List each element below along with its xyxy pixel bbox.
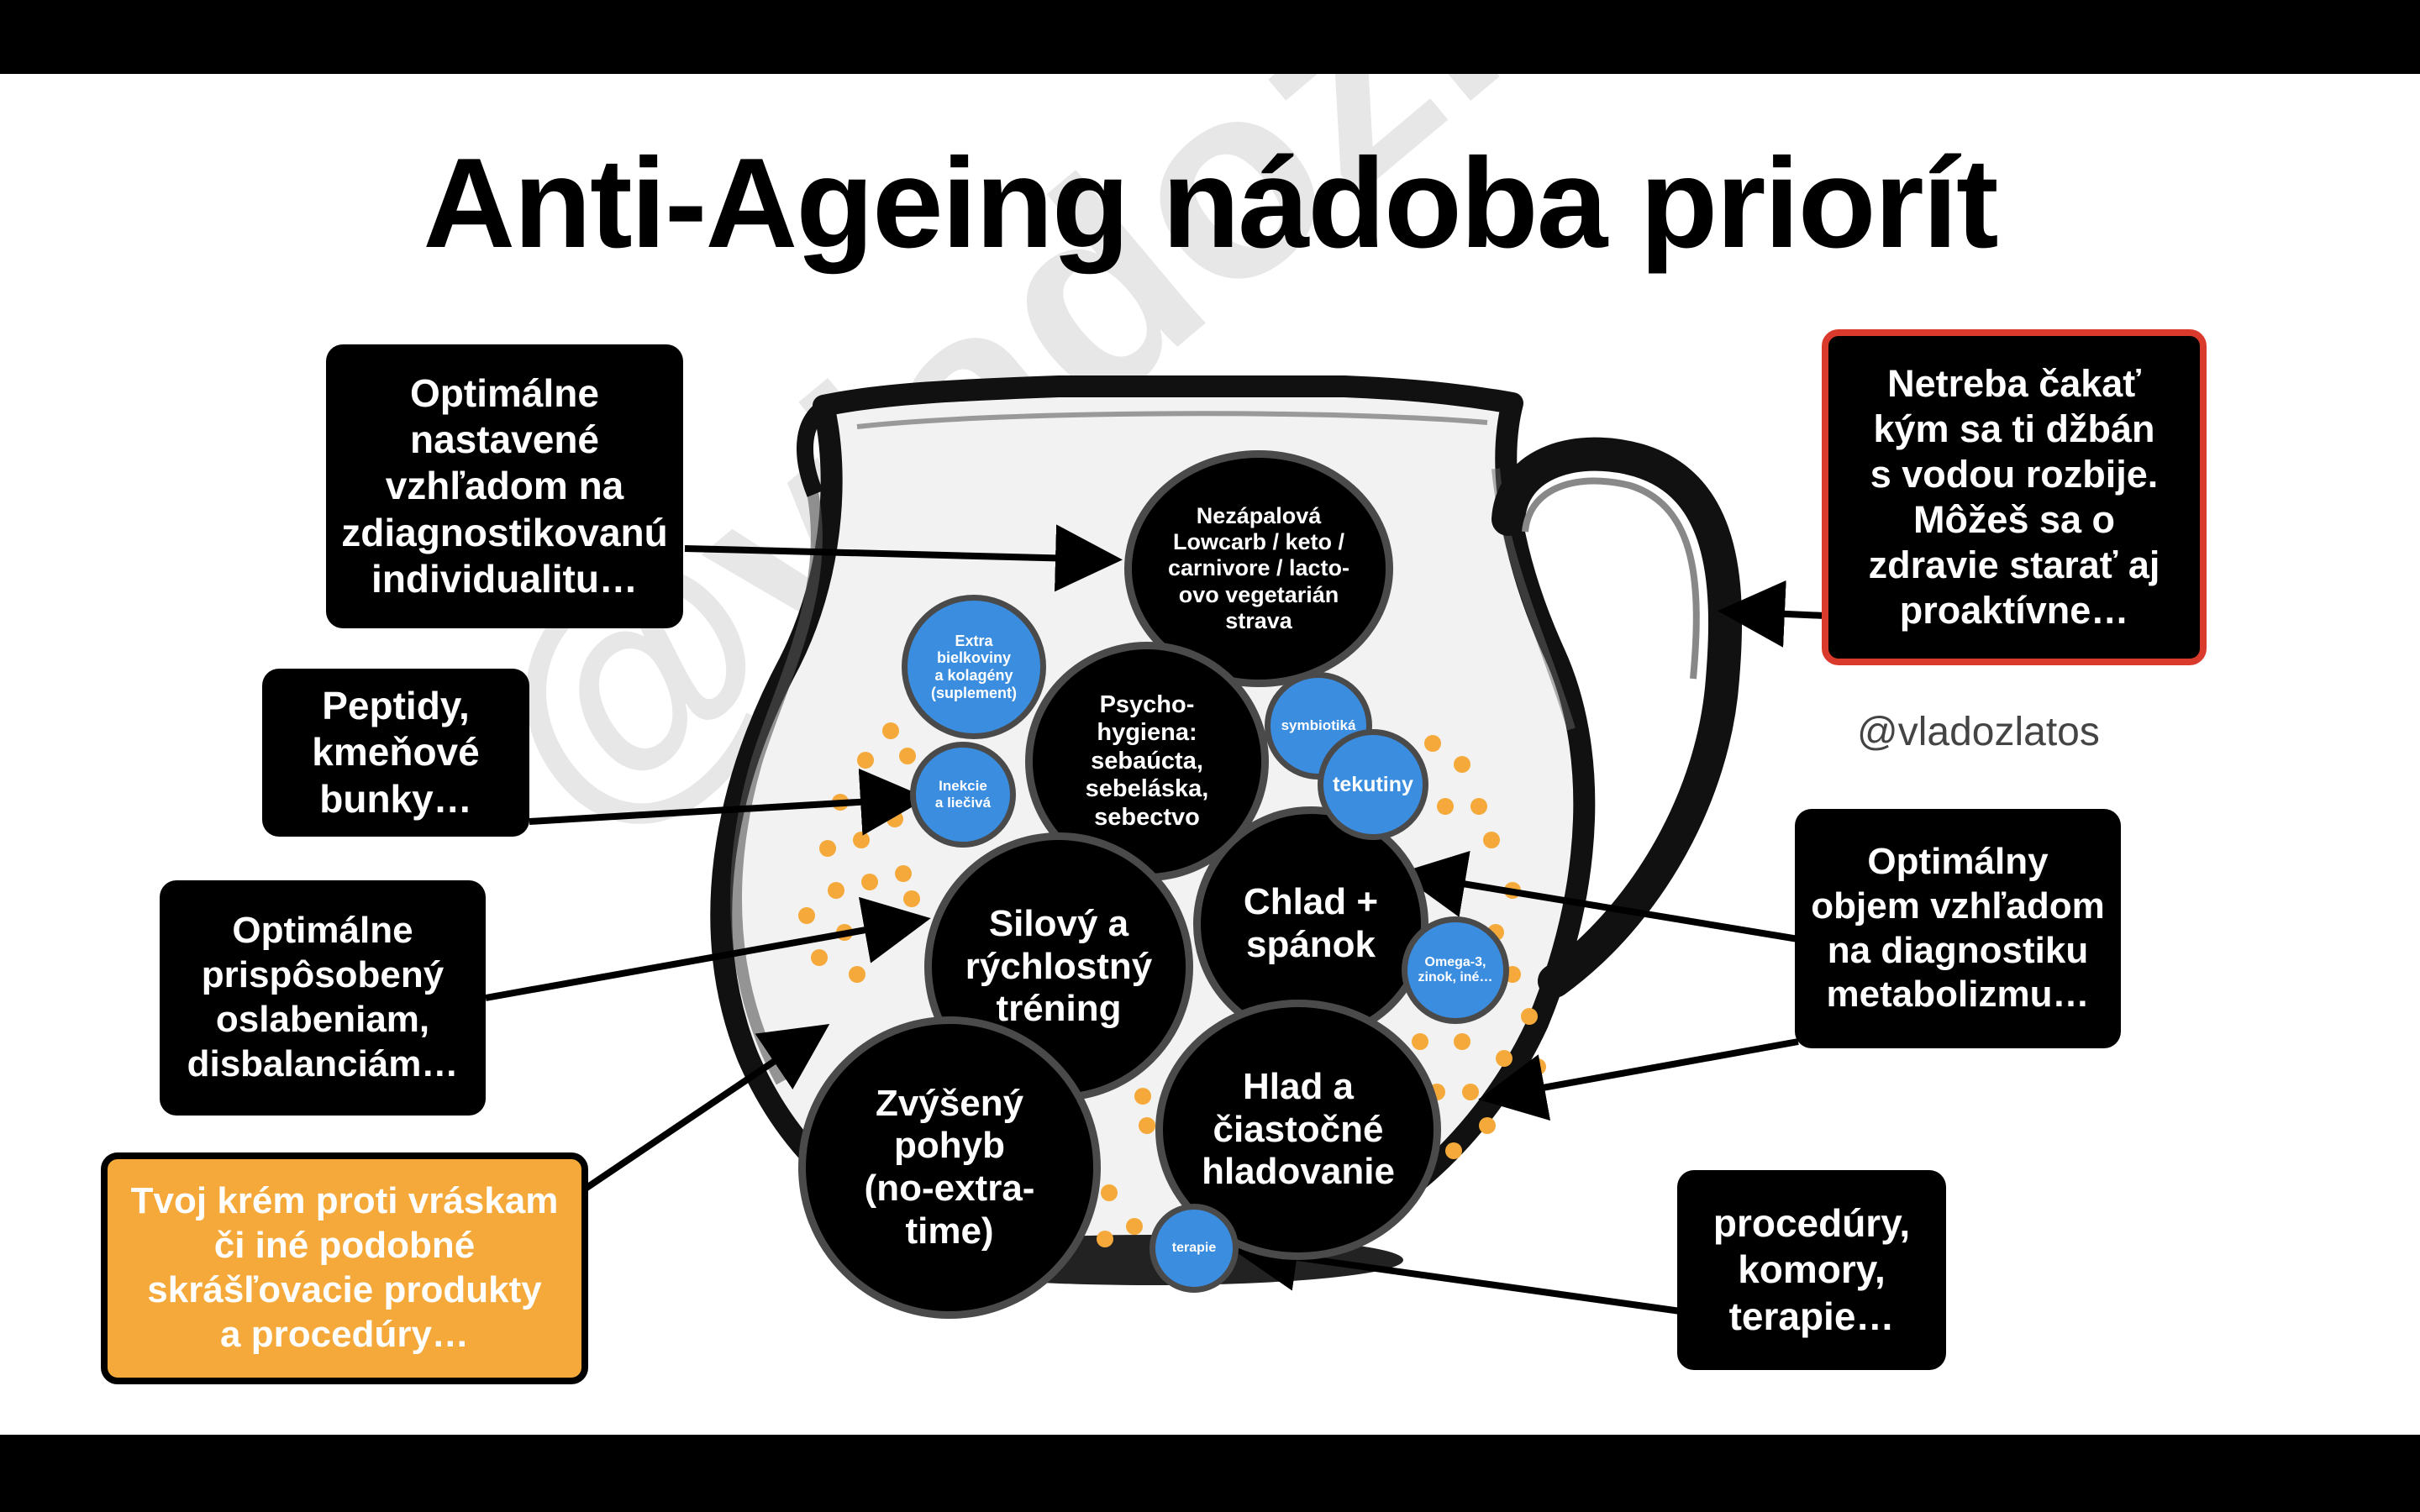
orange-dot (1470, 798, 1487, 815)
callout-procedures: procedúry, komory, terapie… (1677, 1170, 1946, 1370)
callout-cream: Tvoj krém proti vráskam či iné podobné s… (101, 1152, 588, 1384)
arrow-volume-cold (1398, 850, 1799, 942)
bubble-symbiotics: symbiotiká (1265, 672, 1372, 780)
orange-dot (1496, 1050, 1512, 1067)
orange-dot (865, 777, 882, 794)
orange-dot (1412, 1033, 1428, 1050)
bubble-movement: Zvýšený pohyb (no-extra- time) (798, 1016, 1101, 1319)
orange-dot (811, 949, 828, 966)
orange-dot (903, 890, 920, 907)
top-letterbox-bar (0, 0, 2420, 74)
callout-volume-note: Optimálny objem vzhľadom na diagnostiku … (1795, 809, 2121, 1048)
orange-dot (1529, 1058, 1546, 1075)
orange-dot (1454, 756, 1470, 773)
orange-dot (828, 882, 844, 899)
author-handle: @vladozlatos (1857, 710, 2100, 754)
bubble-diet: Nezápalová Lowcarb / keto / carnivore / … (1124, 450, 1393, 687)
orange-dot (819, 840, 836, 857)
callout-diet-note: Optimálne nastavené vzhľadom na zdiagnos… (326, 344, 683, 628)
orange-dot (1139, 1117, 1155, 1134)
arrow-training (485, 896, 931, 1001)
bubble-injections: Inekcie a liečivá (910, 742, 1016, 848)
bubble-fluids: tekutiny (1318, 729, 1428, 840)
callout-proactive: Netreba čakať kým sa ti džbán s vodou ro… (1822, 329, 2207, 665)
orange-dot (1101, 1184, 1118, 1201)
slide-title: Anti-Ageing nádoba priorít (423, 132, 1998, 275)
orange-dot (1521, 1008, 1538, 1025)
bubble-omega: Omega-3, zinok, iné… (1402, 916, 1509, 1024)
orange-dot (899, 748, 916, 764)
orange-dot (1445, 1142, 1462, 1159)
arrow-diet (684, 524, 1123, 592)
callout-peptides: Peptidy, kmeňové bunky… (262, 669, 529, 837)
orange-dot (1479, 1117, 1496, 1134)
orange-dot (1097, 1231, 1113, 1247)
bubble-protein-supplement: Extra bielkoviny a kolagény (suplement) (902, 595, 1046, 739)
arrow-peptides (529, 768, 928, 836)
orange-dot (1437, 798, 1454, 815)
orange-dot (1424, 735, 1441, 752)
orange-dot (1454, 1033, 1470, 1050)
orange-dot (853, 832, 870, 848)
orange-dot (1126, 1218, 1143, 1235)
orange-dot (1483, 832, 1500, 848)
orange-dot (849, 966, 865, 983)
orange-dot (895, 865, 912, 882)
arrow-proactive (1718, 580, 1826, 648)
orange-dot (861, 874, 878, 890)
bubble-therapy: terapie (1150, 1204, 1239, 1293)
orange-dot (857, 752, 874, 769)
arrow-procedures (1230, 1224, 1681, 1315)
slide: @vladozlatos Anti-Ageing nádoba priorít (0, 74, 2420, 1435)
callout-training-note: Optimálne prispôsobený oslabeniam, disba… (160, 880, 486, 1116)
orange-dot (1134, 1088, 1151, 1105)
bottom-letterbox-bar (0, 1435, 2420, 1512)
orange-dot (886, 811, 903, 827)
orange-dot (882, 722, 899, 739)
orange-dot (798, 907, 815, 924)
orange-dot (1462, 1084, 1479, 1100)
arrow-volume-hunger (1478, 1038, 1799, 1121)
